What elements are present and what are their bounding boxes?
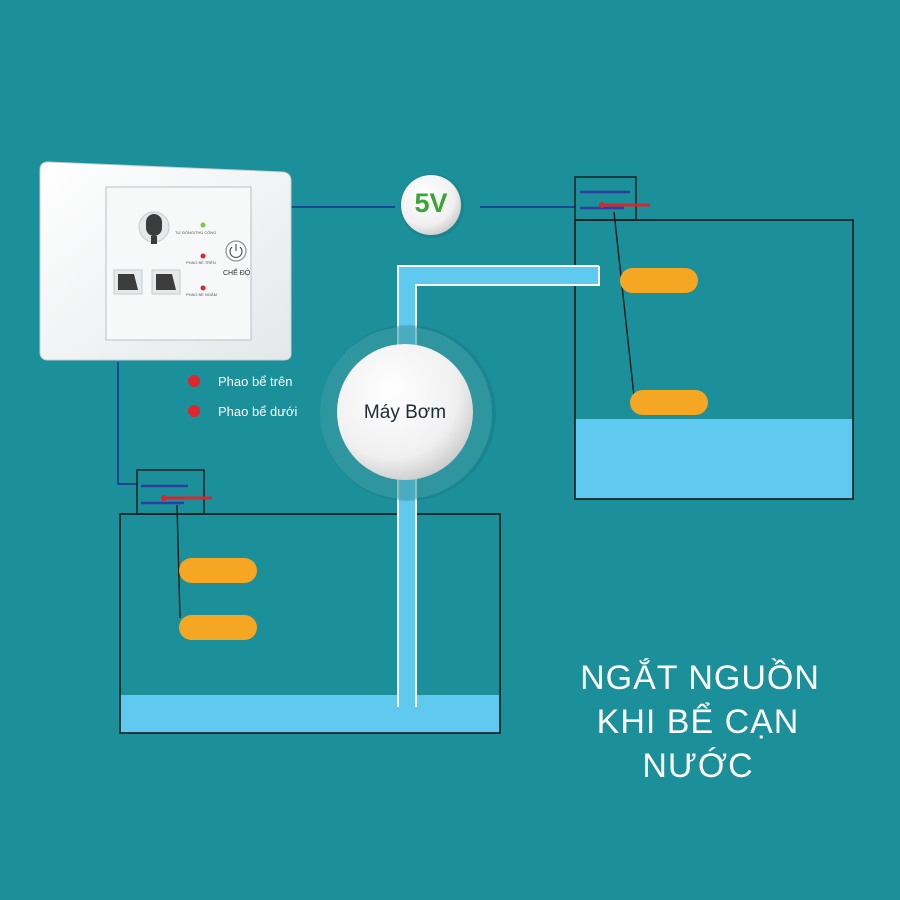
socket-outlet-right bbox=[151, 269, 181, 295]
socket-outlet-top bbox=[138, 211, 170, 244]
pump-sphere bbox=[320, 325, 496, 501]
socket-label-lower: PHAO BỂ NGẦM bbox=[186, 292, 217, 297]
upper-float-switch bbox=[574, 176, 650, 221]
power-wires bbox=[117, 206, 575, 485]
socket-label-upper: PHAO BỂ TRÊN bbox=[186, 260, 216, 265]
legend-upper-float: Phao bể trên bbox=[218, 374, 293, 389]
voltage-label: 5V bbox=[414, 188, 448, 218]
upper-tank bbox=[574, 211, 854, 500]
legend-dot-lower bbox=[188, 405, 200, 417]
lower-float-switch bbox=[136, 469, 212, 515]
lower-tank bbox=[119, 504, 501, 734]
upper-tank-water bbox=[575, 419, 853, 499]
voltage-circle bbox=[400, 174, 464, 238]
mode-label: CHẾ ĐỘ bbox=[223, 270, 251, 277]
socket-label-auto: TỰ ĐỘNG/THỦ CÔNG bbox=[175, 230, 217, 235]
headline-line-1: NGẮT NGUỒN bbox=[580, 659, 820, 697]
upper-float-low bbox=[630, 390, 708, 415]
socket-faceplate bbox=[105, 186, 252, 341]
mode-button[interactable] bbox=[225, 240, 247, 262]
legend-lower-float: Phao bể dưới bbox=[218, 404, 298, 419]
lower-float-high bbox=[179, 558, 257, 583]
lower-float-cable bbox=[176, 504, 181, 619]
water-pipe bbox=[397, 265, 600, 707]
headline-line-2: KHI BỂ CẠN NƯỚC bbox=[596, 703, 800, 785]
lower-tank-outline bbox=[119, 513, 501, 734]
led-lower-float bbox=[200, 285, 206, 291]
wire-socket-to-lower-switch bbox=[117, 362, 137, 485]
led-auto-mode bbox=[200, 222, 206, 228]
upper-float-cable bbox=[613, 211, 635, 397]
led-upper-float bbox=[200, 253, 206, 259]
legend-dot-upper bbox=[188, 375, 200, 387]
socket-outlet-left bbox=[113, 269, 143, 295]
pump-label: Máy Bơm bbox=[363, 402, 447, 423]
lower-tank-water bbox=[120, 695, 500, 733]
wall-socket bbox=[39, 161, 292, 361]
lower-float-low bbox=[179, 615, 257, 640]
upper-tank-outline bbox=[574, 219, 854, 500]
upper-float-high bbox=[620, 268, 698, 293]
